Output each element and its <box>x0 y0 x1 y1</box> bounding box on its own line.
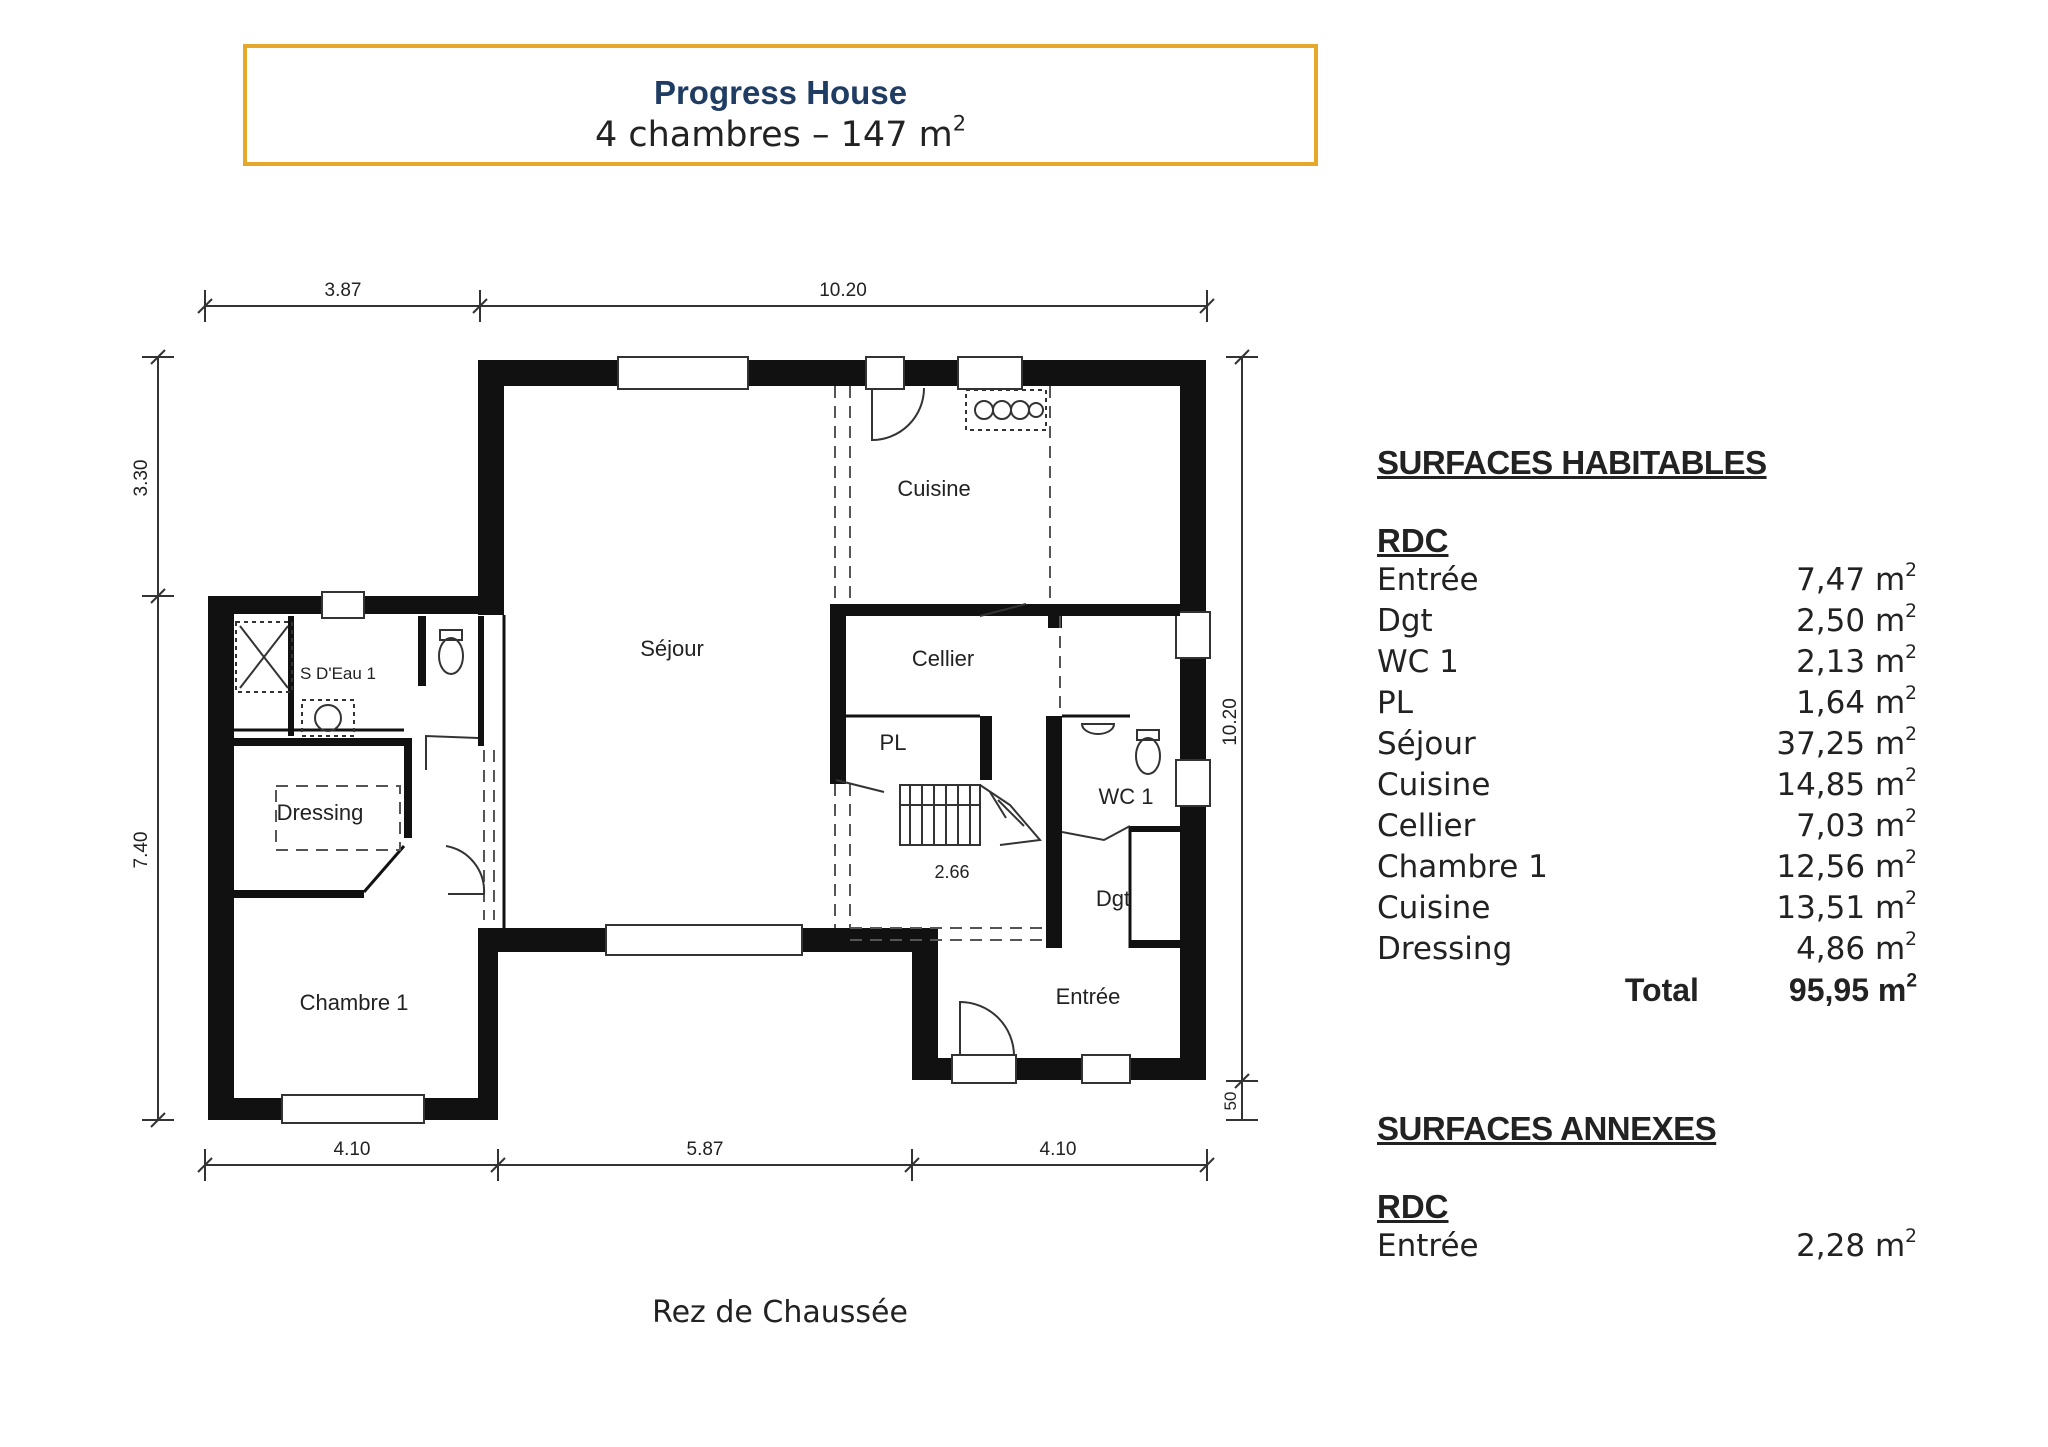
surface-value: 2,28 m2 <box>1796 1226 1917 1264</box>
annexes-level-heading: RDC <box>1377 1188 1449 1225</box>
surface-name: Cellier <box>1377 808 1476 844</box>
plan-caption: Rez de Chaussée <box>652 1295 908 1330</box>
total-value: 95,95 m2 <box>1788 970 1917 1008</box>
room-label-seau: S D'Eau 1 <box>300 664 376 683</box>
dimension-lines <box>142 290 1258 1181</box>
room-label-sejour: Séjour <box>640 636 704 661</box>
hab-row: PL 1,64 m2 <box>1377 683 1917 724</box>
hab-row: Cellier 7,03 m2 <box>1377 806 1917 847</box>
room-label-chambre: Chambre 1 <box>300 990 409 1015</box>
surface-value: 7,47 m2 <box>1796 560 1917 598</box>
level-heading: RDC <box>1377 522 1449 559</box>
surface-name: PL <box>1377 685 1413 721</box>
surface-value: 2,50 m2 <box>1796 601 1917 639</box>
stair-width-label: 2.66 <box>934 862 969 882</box>
annexes-list: Entrée 2,28 m2 <box>1377 1226 1917 1267</box>
page-subtitle: 4 chambres – 147 m2 <box>594 111 967 155</box>
hab-row: Chambre 1 12,56 m2 <box>1377 847 1917 888</box>
dim-right-small: 50 <box>1221 1092 1240 1111</box>
surface-name: Entrée <box>1377 562 1479 598</box>
surface-name: Cuisine <box>1377 890 1491 926</box>
hab-row: Entrée 7,47 m2 <box>1377 560 1917 601</box>
room-label-wc: WC 1 <box>1099 784 1154 809</box>
staircase <box>899 784 1042 846</box>
surface-name: Dressing <box>1377 931 1513 967</box>
surface-value: 7,03 m2 <box>1796 806 1917 844</box>
surface-value: 1,64 m2 <box>1796 683 1917 721</box>
surfaces-annexes: SURFACES ANNEXES RDC Entrée 2,28 m2 <box>1377 1110 1917 1267</box>
ann-row: Entrée 2,28 m2 <box>1377 1226 1917 1267</box>
room-label-cellier: Cellier <box>912 646 974 671</box>
room-label-dressing: Dressing <box>277 800 364 825</box>
surface-name: Entrée <box>1377 1228 1479 1264</box>
surface-name: Cuisine <box>1377 767 1491 803</box>
surface-value: 13,51 m2 <box>1776 888 1917 926</box>
surface-value: 12,56 m2 <box>1776 847 1917 885</box>
dim-bottom-mid: 5.87 <box>687 1139 724 1160</box>
hab-row: WC 1 2,13 m2 <box>1377 642 1917 683</box>
hab-row: Séjour 37,25 m2 <box>1377 724 1917 765</box>
surface-name: Séjour <box>1377 726 1476 762</box>
room-label-entree: Entrée <box>1056 984 1121 1009</box>
dim-right-main: 10.20 <box>1220 698 1241 746</box>
surface-value: 2,13 m2 <box>1796 642 1917 680</box>
total-label: Total <box>1624 972 1699 1008</box>
dim-bottom-left: 4.10 <box>334 1139 371 1160</box>
dim-left-bottom: 7.40 <box>131 832 152 869</box>
doors <box>425 387 1131 1057</box>
page-title: Progress House <box>653 74 908 111</box>
total-row: Total 95,95 m2 <box>1377 970 1917 1011</box>
surfaces-habitables-heading: SURFACES HABITABLES <box>1377 444 1767 481</box>
surface-name: Chambre 1 <box>1377 849 1548 885</box>
hab-row: Dressing 4,86 m2 <box>1377 929 1917 970</box>
surface-name: Dgt <box>1377 603 1433 639</box>
surface-value: 37,25 m2 <box>1776 724 1917 762</box>
dashed-lines <box>275 386 1061 941</box>
dim-top-right: 10.20 <box>819 280 867 301</box>
kitchen-hob <box>965 389 1047 431</box>
dim-bottom-right: 4.10 <box>1040 1139 1077 1160</box>
dim-top-left: 3.87 <box>325 280 362 301</box>
hab-row: Dgt 2,50 m2 <box>1377 601 1917 642</box>
surfaces-list: Entrée 7,47 m2 Dgt 2,50 m2 WC 1 2,13 m2 PL 1,64… <box>1377 560 1917 970</box>
interior-walls <box>234 604 1180 948</box>
room-label-cuisine: Cuisine <box>897 476 970 501</box>
surface-value: 14,85 m2 <box>1776 765 1917 803</box>
dim-left-top: 3.30 <box>131 460 152 497</box>
hab-row: Cuisine 14,85 m2 <box>1377 765 1917 806</box>
title-box: Progress House 4 chambres – 147 m2 <box>243 44 1318 166</box>
hab-row: Cuisine 13,51 m2 <box>1377 888 1917 929</box>
surfaces-annexes-heading: SURFACES ANNEXES <box>1377 1110 1717 1147</box>
surface-name: WC 1 <box>1377 644 1459 680</box>
room-label-dgt: Dgt <box>1096 886 1130 911</box>
toilet-icons <box>235 621 1161 775</box>
surface-value: 4,86 m2 <box>1796 929 1917 967</box>
windows <box>281 356 1211 1124</box>
room-label-pl: PL <box>880 730 907 755</box>
